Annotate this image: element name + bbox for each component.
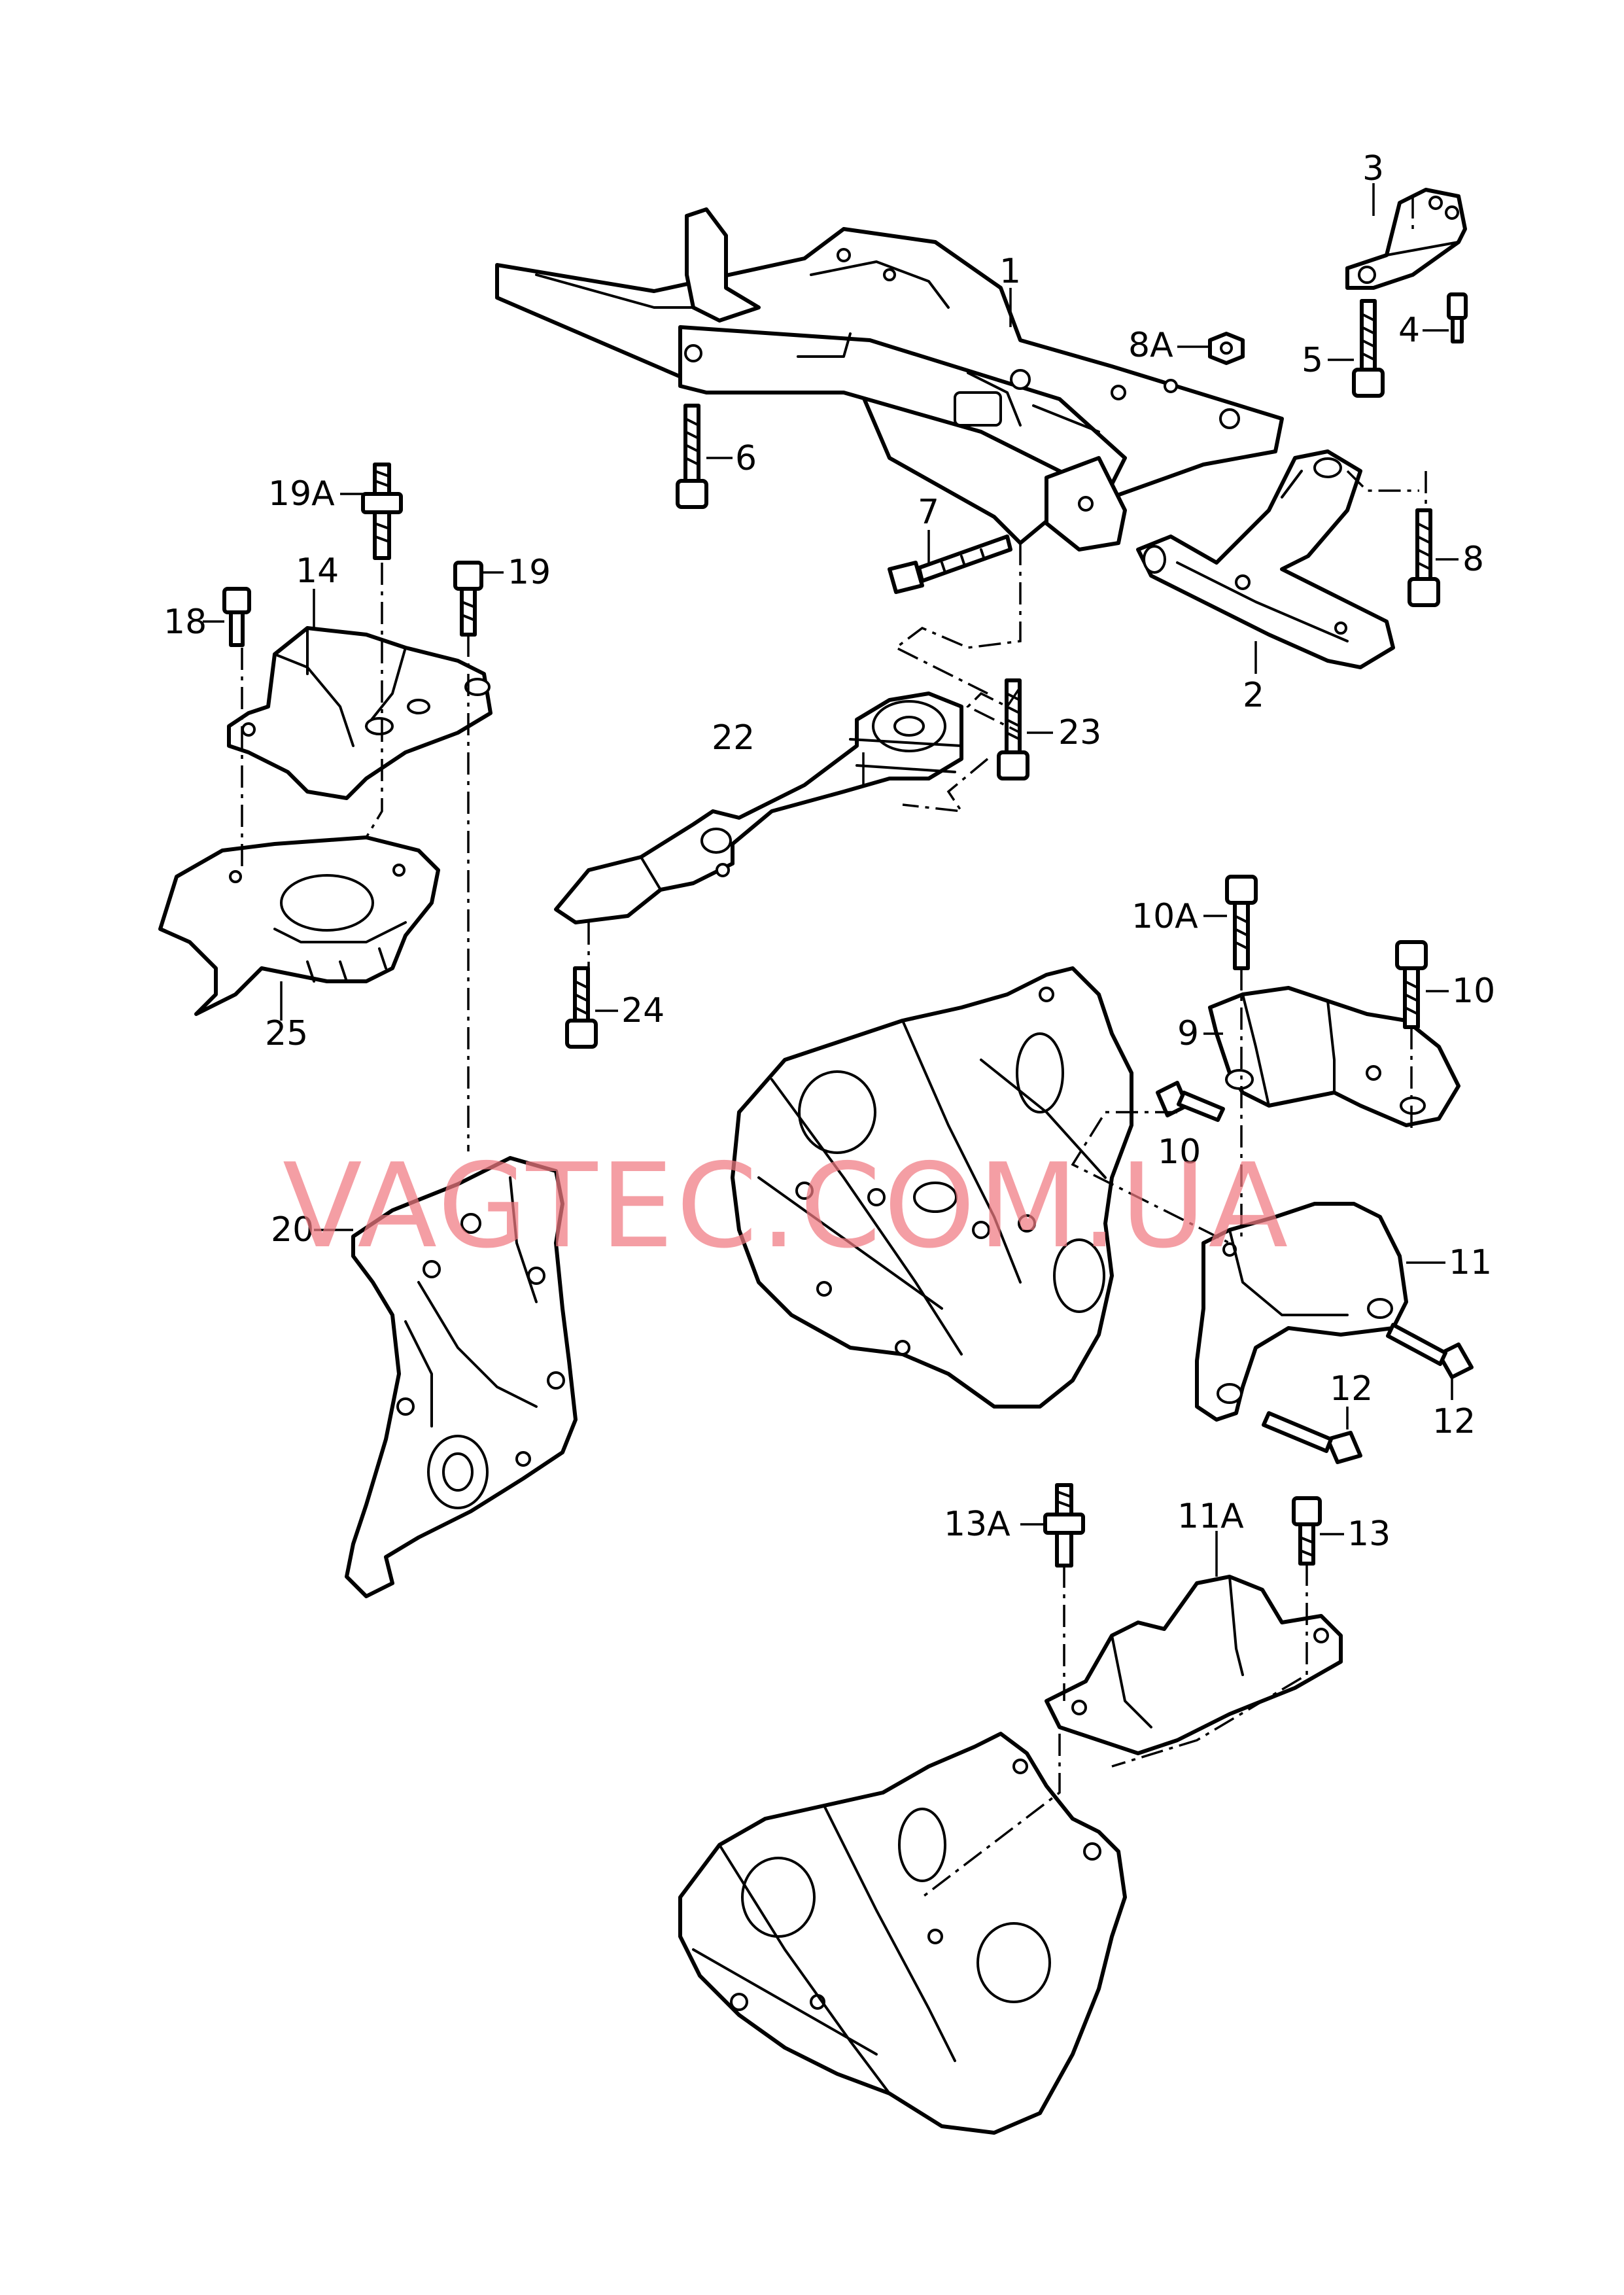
engine-mount-14-part [227,626,492,800]
bolt-7 [888,534,1012,594]
bolt-23 [997,678,1029,780]
callout-9: 9 [1177,1014,1199,1053]
callout-14: 14 [296,552,339,591]
bolt-24 [565,966,598,1049]
assembly-lines [241,196,1427,1899]
bolt-5 [1352,299,1385,398]
callout-1: 1 [999,252,1021,291]
callout-24: 24 [621,991,665,1030]
plate-25-part [158,835,440,1016]
bolt-10-right [1395,940,1428,1029]
callout-8: 8 [1462,540,1484,579]
subframe-part [495,207,1284,552]
torque-rod-22-part [554,692,963,924]
watermark-text: VAGTEC.COM.UA [283,1138,1290,1274]
callout-12: 12 [1330,1369,1373,1409]
bolt-10-left [1156,1081,1225,1122]
callout-19: 19 [508,553,551,592]
bolt-12-right [1386,1323,1474,1379]
bolt-19a [361,463,403,560]
callout-10: 10 [1452,972,1495,1011]
nut-8a [1208,332,1245,365]
callout-20: 20 [271,1210,314,1250]
control-arm-part [1136,449,1395,669]
callout-13a: 13A [944,1505,1011,1544]
callout-19a: 19A [268,474,335,514]
bolt-8 [1408,508,1440,607]
callout-7: 7 [918,493,939,532]
callout-13: 13 [1347,1515,1391,1554]
timing-cover-20-part [345,1156,578,1598]
bolts [222,292,1474,1568]
transmission-mount-9-part [1208,986,1460,1127]
callout-labels: 1 2 3 4 5 6 7 8 8A 9 10A 10 10 11 11A 12… [164,149,1495,1554]
bolt-4 [1447,292,1468,343]
leader-lines [203,183,1459,1577]
bolt-19 [453,561,483,637]
callout-23: 23 [1058,713,1101,752]
bracket-11-part [1195,1202,1408,1422]
callout-2: 2 [1243,676,1264,715]
gearbox-lower-part [678,1732,1127,2135]
bracket-11a-part [1045,1575,1343,1755]
callout-22: 22 [712,718,755,758]
bolt-12-lower [1262,1411,1362,1464]
callout-10a: 10A [1132,897,1198,936]
callout-12-right: 12 [1432,1402,1476,1441]
bracket-3-part [1345,188,1467,290]
bolt-13 [1292,1496,1322,1566]
bolt-18 [222,587,251,647]
callout-3: 3 [1362,149,1384,188]
callout-5: 5 [1302,341,1323,380]
gearbox-upper-part [731,966,1133,1409]
callout-6: 6 [735,439,757,478]
callout-11a: 11A [1177,1497,1244,1536]
callout-18: 18 [164,603,207,642]
callout-4: 4 [1398,311,1420,350]
bolt-6 [676,404,708,509]
callout-8a: 8A [1128,326,1173,365]
callout-10-left: 10 [1158,1132,1201,1172]
callout-25: 25 [265,1014,308,1053]
bolt-13a [1043,1483,1085,1568]
callout-11: 11 [1449,1243,1492,1282]
bolt-10a [1225,875,1258,970]
